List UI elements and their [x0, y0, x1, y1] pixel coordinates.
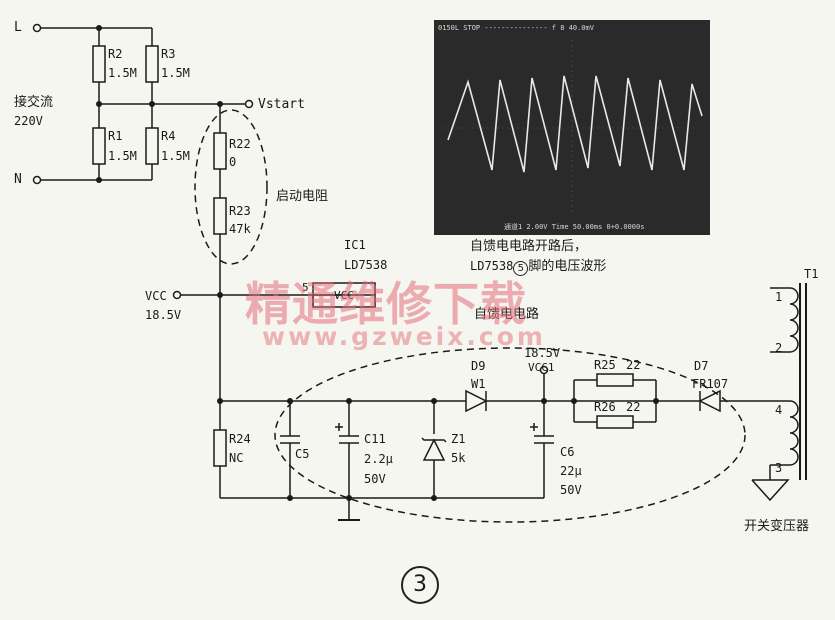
label-ic1: IC1 [344, 238, 366, 252]
resistor-R24 [213, 429, 227, 467]
label-R23-value: 47k [229, 222, 251, 236]
label-R26: R26 [594, 400, 616, 414]
label-C11: C11 [364, 432, 386, 446]
diode-D9 [465, 389, 488, 413]
label-R2-value: 1.5M [108, 66, 137, 80]
terminal-vstart [244, 99, 254, 109]
resistor-R22 [213, 132, 227, 170]
terminal-vcc [172, 290, 182, 300]
label-C6: C6 [560, 445, 575, 459]
watermark-url: www.gzweix.com [262, 322, 546, 351]
label-R23: R23 [229, 204, 251, 218]
label-transformer: 开关变压器 [744, 519, 810, 534]
label-R4: R4 [161, 129, 176, 143]
label-R24-value: NC [229, 451, 244, 465]
resistor-R2 [92, 45, 106, 83]
label-R2: R2 [108, 47, 123, 61]
caption-part: LD7538 [470, 259, 514, 273]
terminal-L [32, 23, 42, 33]
scope-footer: 通道1 2.00V Time 50.00ms 0+0.0000s [504, 223, 645, 231]
label-R22: R22 [229, 137, 251, 151]
label-D9-part: W1 [471, 377, 486, 391]
scope-header: 0150L STOP --------------- f 8 40.0mV [438, 24, 594, 32]
label-R1-value: 1.5M [108, 149, 137, 163]
label-L: L [14, 20, 22, 35]
resistor-R1 [92, 127, 106, 165]
label-C11-value: 2.2μ [364, 452, 393, 466]
label-R4-value: 1.5M [161, 149, 190, 163]
figure-number: 3 [401, 566, 439, 604]
label-ac-voltage: 220V [14, 114, 43, 128]
label-R25: R25 [594, 358, 616, 372]
label-ic-part: LD7538 [344, 258, 388, 272]
label-R3: R3 [161, 47, 176, 61]
zener-Z1 [422, 438, 446, 461]
label-vcc-voltage: 18.5V [145, 308, 182, 322]
label-R3-value: 1.5M [161, 66, 190, 80]
transformer-secondary [789, 400, 799, 466]
label-D7: D7 [694, 359, 709, 373]
label-R25-value: 22 [626, 358, 641, 372]
label-startup-resistor: 启动电阻 [276, 189, 329, 204]
resistor-R4 [145, 127, 159, 165]
label-C6-value: 22μ [560, 464, 582, 478]
resistor-R26 [596, 415, 634, 429]
transformer-ground-symbol [751, 479, 790, 502]
label-C11-voltage: 50V [364, 472, 386, 486]
label-Z1-value: 5k [451, 451, 466, 465]
label-C6-voltage: 50V [560, 483, 582, 497]
label-vcc: VCC [145, 289, 167, 303]
label-ac-in: 接交流 [14, 95, 54, 110]
label-D7-part: FR107 [692, 377, 729, 391]
resistor-R3 [145, 45, 159, 83]
startup-dashed-ellipse [194, 109, 268, 265]
label-R26-value: 22 [626, 400, 641, 414]
resistor-R25 [596, 373, 634, 387]
label-ic-pin-name: VCC [334, 289, 354, 302]
label-pin-2: 2 [775, 341, 783, 355]
diode-D7 [698, 389, 721, 413]
terminal-N [32, 175, 42, 185]
terminal-vcc1 [539, 365, 549, 375]
label-N: N [14, 172, 22, 187]
label-Z1: Z1 [451, 432, 466, 446]
label-C5: C5 [295, 447, 310, 461]
self-supply-dashed-ellipse [274, 347, 746, 523]
label-vcc1: VCC1 [528, 361, 555, 374]
label-R1: R1 [108, 129, 123, 143]
label-vcc1-voltage: 18.5V [524, 346, 561, 360]
oscilloscope-screen: 0150L STOP --------------- f 8 40.0mV 通道… [434, 20, 710, 235]
caption-pin-circle: 5 [513, 261, 529, 276]
scope-waveform [442, 40, 703, 215]
transformer-primary [789, 287, 799, 353]
label-D9: D9 [471, 359, 486, 373]
watermark-text: 精通维修下载 [245, 277, 527, 331]
label-R22-value: 0 [229, 155, 237, 169]
label-pin-4: 4 [775, 403, 783, 417]
caption-suffix: 脚的电压波形 [528, 259, 607, 274]
label-T1: T1 [804, 267, 819, 281]
label-self-supply: 自馈电电路 [474, 307, 540, 322]
label-R24: R24 [229, 432, 251, 446]
label-ic-pin: 5 [302, 281, 309, 294]
resistor-R23 [213, 197, 227, 235]
label-pin-1: 1 [775, 290, 783, 304]
label-vstart: Vstart [258, 97, 305, 112]
label-pin-3: 3 [775, 461, 783, 475]
caption-line1: 自馈电电路开路后， [470, 239, 588, 254]
